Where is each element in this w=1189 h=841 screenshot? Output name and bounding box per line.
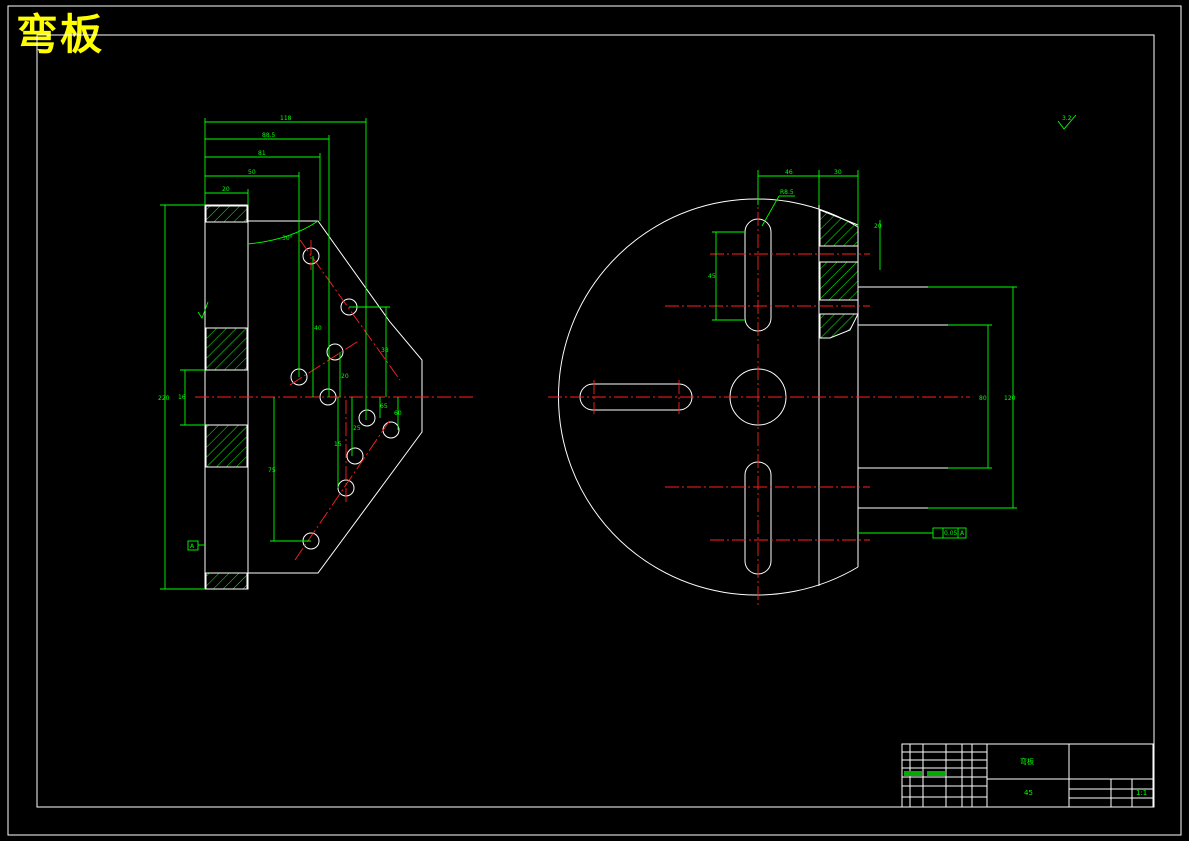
roughness-symbol xyxy=(1057,114,1077,130)
hole-6 xyxy=(358,409,376,427)
dim-38: 38 xyxy=(381,347,389,354)
dim-r-45-text: 45 xyxy=(708,273,716,280)
tb-green-cell-2 xyxy=(927,771,945,776)
hole-7 xyxy=(382,421,400,439)
title-block: 弯板 45 1:1 xyxy=(901,743,1154,808)
angle-label: 30° xyxy=(282,235,293,242)
dim-50: 50 xyxy=(248,169,256,176)
dim-75: 75 xyxy=(268,467,276,474)
dim-16: 16 xyxy=(178,394,186,401)
dim-r-30-text: 30 xyxy=(834,169,842,176)
hatch-right-2 xyxy=(819,261,859,301)
hatch-2 xyxy=(205,327,248,371)
dim-25: 25 xyxy=(353,425,361,432)
dim-r-120-text: 120 xyxy=(1004,395,1016,402)
slot-radius-leader xyxy=(761,195,780,227)
side-view: 118 88.5 81 50 20 30° 220 16 40 75 20 25… xyxy=(158,115,473,590)
dim-20: 20 xyxy=(222,186,230,193)
dim-88: 88.5 xyxy=(262,132,276,139)
hatch-1 xyxy=(205,205,248,223)
dim-65: 65 xyxy=(380,403,388,410)
inner-border xyxy=(36,34,1155,808)
outer-border xyxy=(7,5,1182,836)
slot-radius-text: R8.5 xyxy=(780,189,794,196)
tb-material: 45 xyxy=(1024,789,1033,797)
dim-r-46-text: 46 xyxy=(785,169,793,176)
tol-value: 0.05 xyxy=(944,530,958,537)
datum-a-left: A xyxy=(190,543,195,550)
roughness-symbol-left xyxy=(197,301,209,319)
centerline-diag-2 xyxy=(294,419,391,561)
hatch-4 xyxy=(205,572,248,590)
roughness-note: 3.2 xyxy=(1057,114,1077,130)
hole-8 xyxy=(346,447,364,465)
title-block-frame xyxy=(901,743,1154,808)
angle-arc xyxy=(247,220,319,245)
dim-r-20-text: 20 xyxy=(874,223,882,230)
dim-60: 60 xyxy=(394,410,402,417)
hatch-3 xyxy=(205,424,248,468)
tb-scale: 1:1 xyxy=(1136,789,1147,797)
dim-15: 15 xyxy=(334,441,342,448)
tol-frame xyxy=(932,527,967,539)
tb-part-name: 弯板 xyxy=(1020,757,1034,766)
bracket-outline xyxy=(858,286,948,509)
tol-datum: A xyxy=(960,530,965,537)
centerline-diag-1 xyxy=(299,239,401,381)
hole-3 xyxy=(326,343,344,361)
dim-r-80-text: 80 xyxy=(979,395,987,402)
dim-height: 220 xyxy=(158,395,170,402)
dim-40: 40 xyxy=(314,325,322,332)
tb-green-cell-1 xyxy=(904,771,922,776)
front-view: 46 30 R8.5 45 20 80 120 0.05 A xyxy=(548,169,1017,607)
dim-118: 118 xyxy=(280,115,292,122)
centerline-diag-3 xyxy=(289,339,361,386)
dim-20b: 20 xyxy=(341,373,349,380)
datum-box xyxy=(187,540,199,551)
dim-81: 81 xyxy=(258,150,266,157)
hatch-right-1 xyxy=(819,209,859,247)
hatch-right-3 xyxy=(819,313,859,339)
roughness-value: 3.2 xyxy=(1062,115,1072,122)
